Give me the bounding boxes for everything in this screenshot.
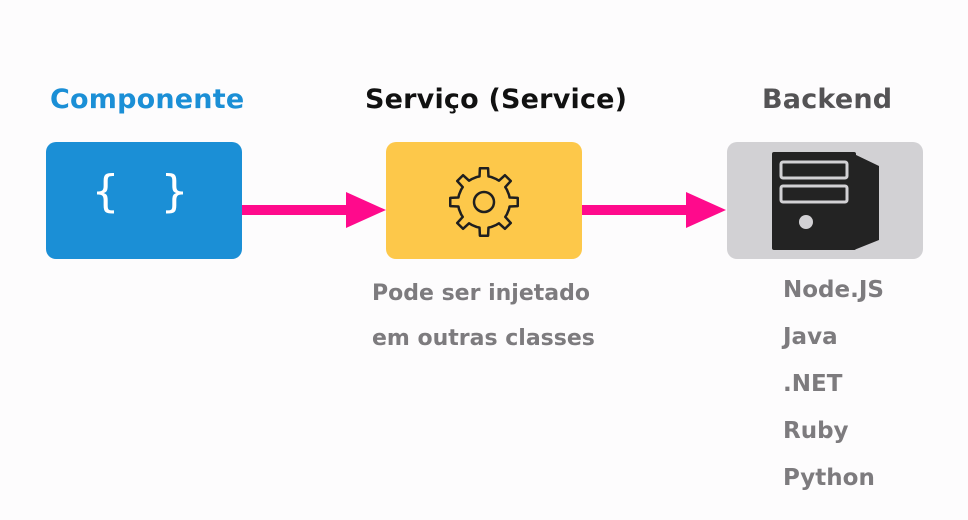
gear-icon xyxy=(449,167,519,237)
tech-item: Python xyxy=(783,465,875,491)
arrow-service-to-backend xyxy=(582,192,726,228)
backend-technology-list: Node.JS Java .NET Ruby Python xyxy=(783,276,884,511)
service-title: Serviço (Service) xyxy=(365,84,628,115)
server-icon xyxy=(772,152,879,250)
braces-icon: { } xyxy=(92,166,196,217)
backend-title: Backend xyxy=(762,84,893,115)
tech-item: Ruby xyxy=(783,418,849,444)
arrow-component-to-service xyxy=(242,192,386,228)
service-note-line-1: Pode ser injetado xyxy=(372,281,590,306)
backend-box xyxy=(727,142,923,259)
tech-item: Java xyxy=(783,324,838,350)
component-box: { } xyxy=(46,142,242,259)
tech-item: Node.JS xyxy=(783,277,884,303)
service-note-line-2: em outras classes xyxy=(372,326,595,351)
component-title: Componente xyxy=(50,84,245,115)
tech-item: .NET xyxy=(783,371,843,397)
service-box xyxy=(386,142,582,259)
